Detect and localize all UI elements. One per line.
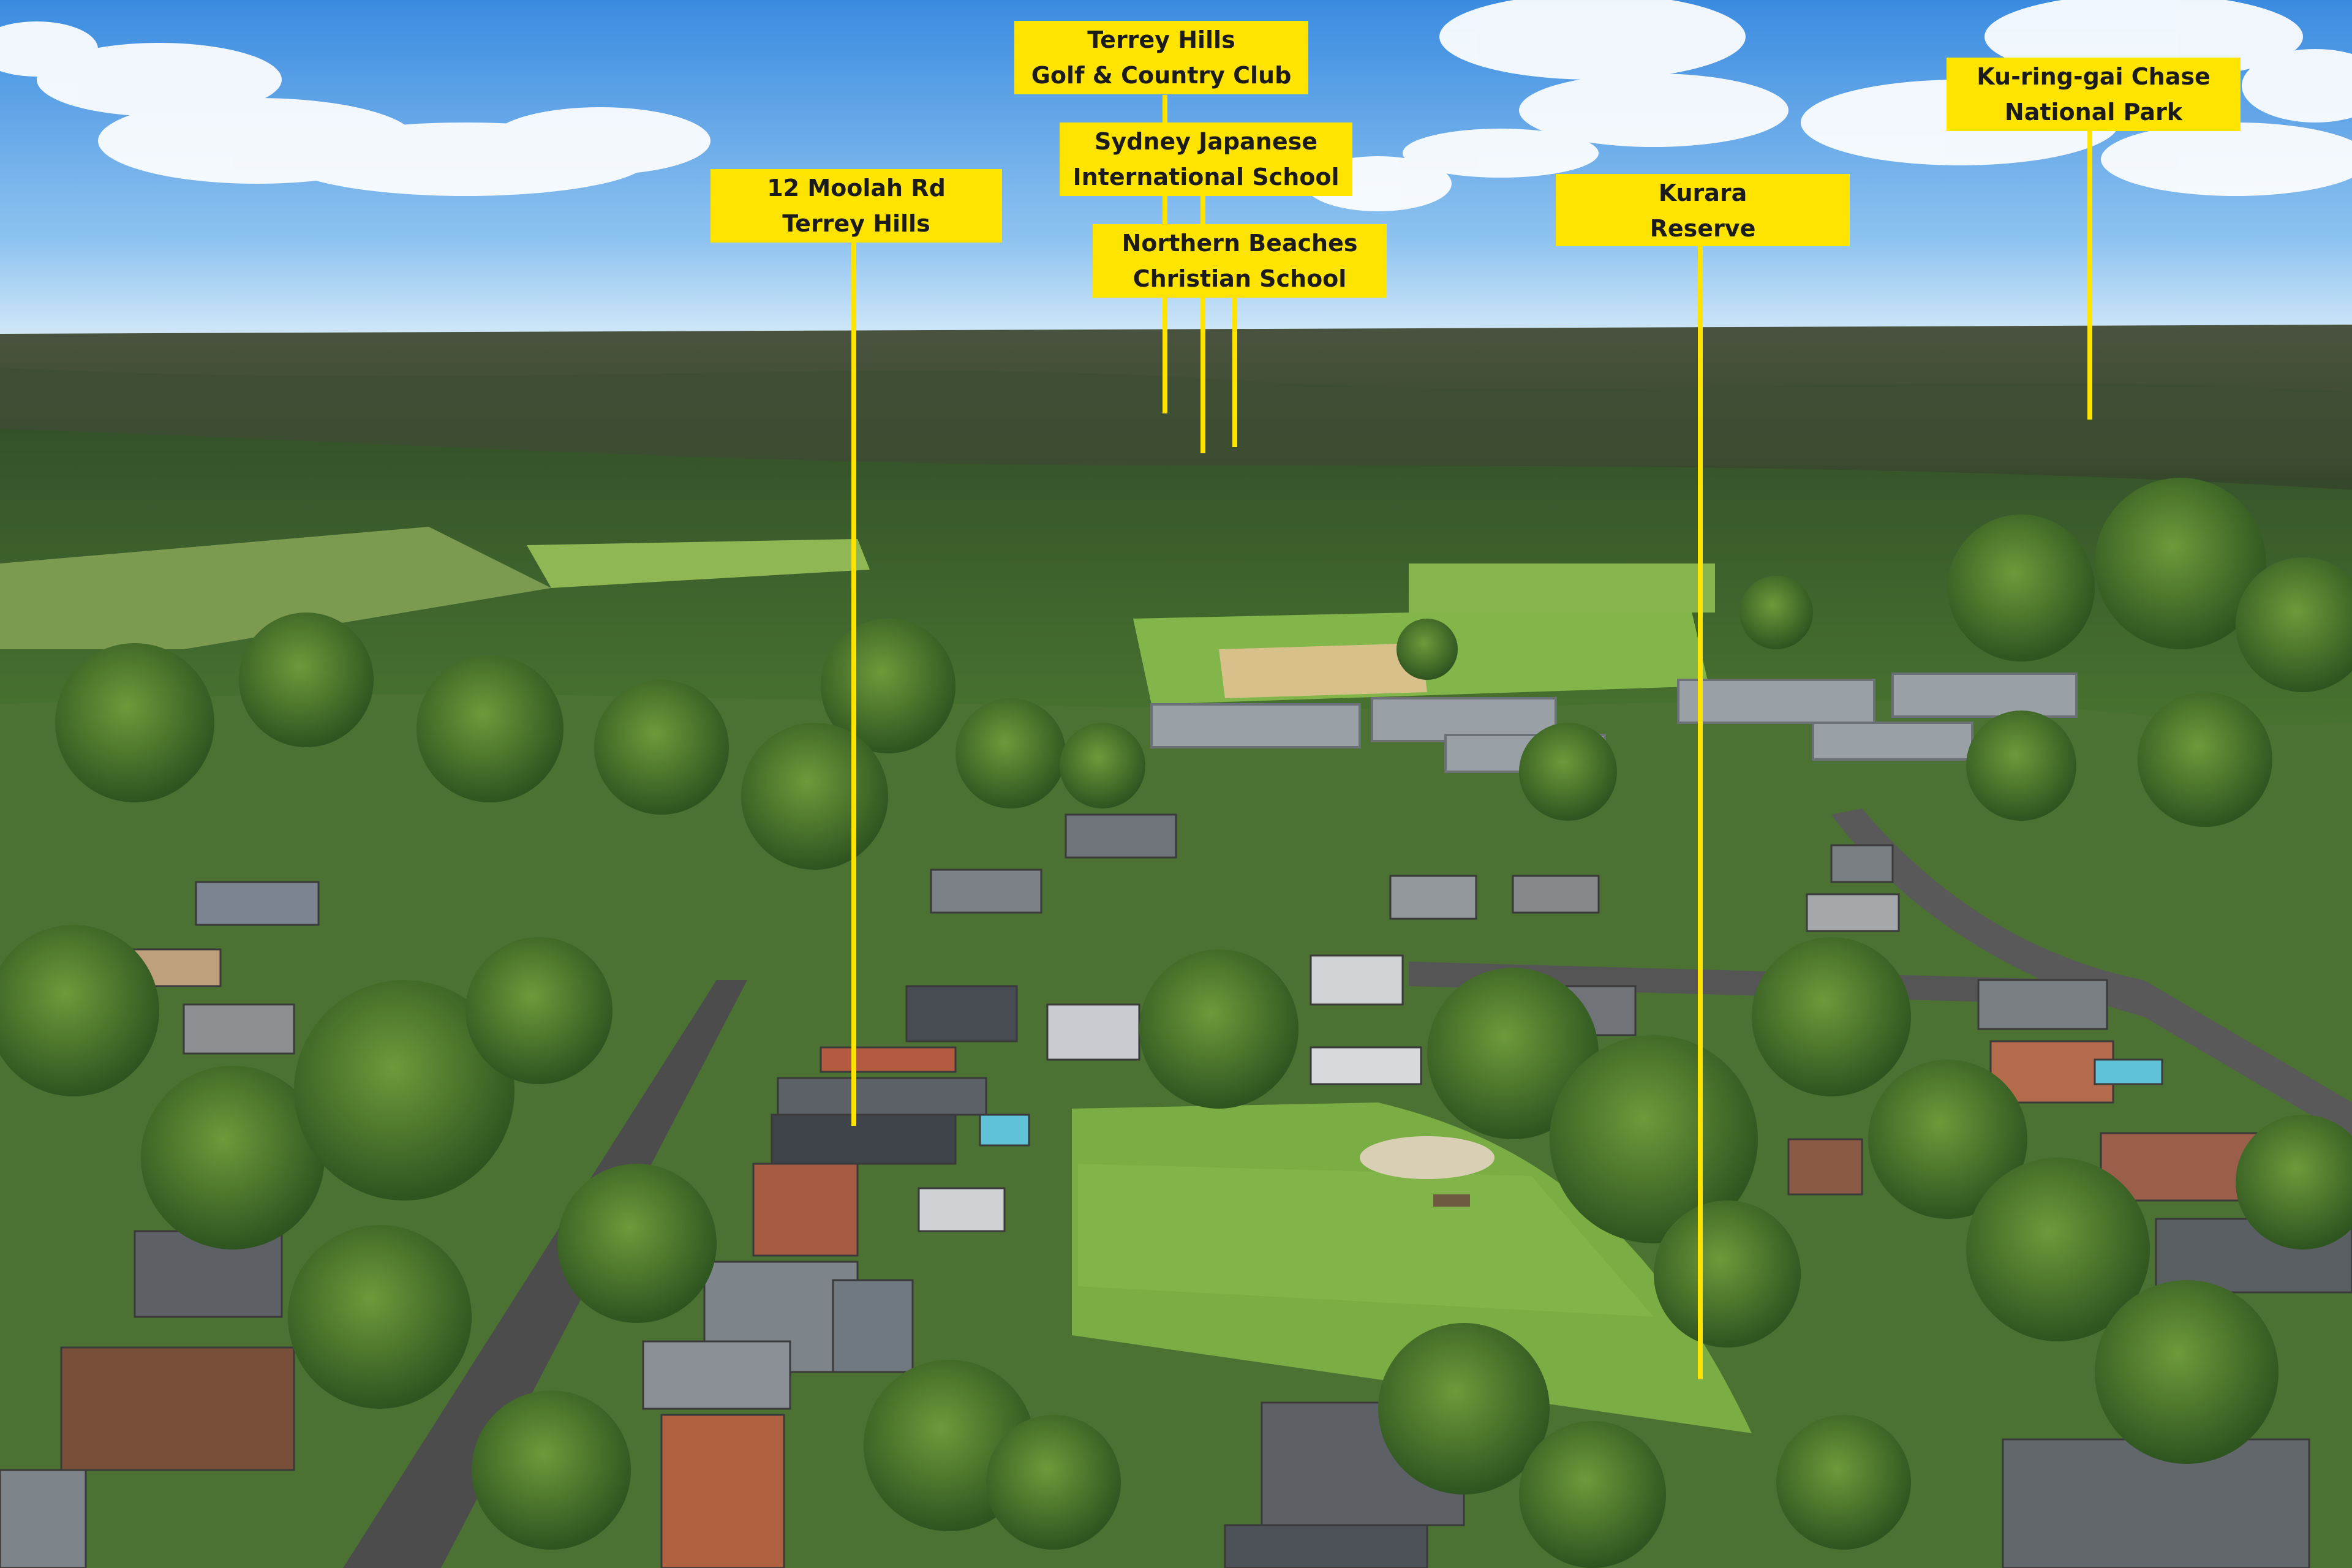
dry-field-patch	[1219, 643, 1427, 698]
leader-line-northern	[1232, 297, 1237, 447]
label-golf-line1: Terrey Hills	[1087, 26, 1235, 53]
curving-street-right	[1831, 809, 2352, 1139]
label-kuringgai-line2: National Park	[2004, 99, 2183, 126]
label-12-moolah-rd: 12 Moolah Rd Terrey Hills	[710, 169, 1002, 243]
label-kurara-line1: Kurara	[1658, 179, 1747, 206]
label-sydney-japanese-school: Sydney Japanese International School	[1060, 123, 1352, 196]
far-ridge-highlight	[0, 368, 2352, 466]
green-field-left	[527, 539, 870, 588]
leader-line-kurara	[1698, 245, 1703, 1379]
label-kurara-line2: Reserve	[1649, 215, 1756, 242]
left-paddocks	[0, 527, 551, 649]
label-kurara-reserve: Kurara Reserve	[1556, 174, 1850, 246]
label-kuringgai-line1: Ku-ring-gai Chase	[1977, 63, 2211, 90]
label-northern-beaches-christian-school: Northern Beaches Christian School	[1093, 224, 1387, 298]
reserve-mown-stripe	[1078, 1164, 1654, 1317]
label-japanese-line2: International School	[1072, 164, 1340, 190]
leader-line-moolah	[851, 240, 856, 1126]
tree-canopies	[0, 478, 2352, 1568]
moolah-road	[343, 980, 747, 1568]
label-terrey-hills-golf-club: Terrey Hills Golf & Country Club	[1014, 21, 1308, 94]
leader-line-kuringgai	[2087, 130, 2092, 420]
label-japanese-line1: Sydney Japanese	[1094, 128, 1317, 155]
label-12-moolah-rd-line1: 12 Moolah Rd	[767, 175, 946, 202]
label-kuring-gai-chase-national-park: Ku-ring-gai Chase National Park	[1947, 58, 2241, 131]
leader-line-japanese	[1200, 196, 1205, 453]
cross-street	[1409, 962, 2082, 1005]
right-field	[1409, 564, 1715, 612]
playground	[1360, 1136, 1494, 1207]
label-12-moolah-rd-line2: Terrey Hills	[782, 210, 930, 237]
label-northern-line1: Northern Beaches	[1121, 230, 1358, 257]
label-golf-line2: Golf & Country Club	[1031, 62, 1292, 89]
label-northern-line2: Christian School	[1133, 265, 1347, 292]
